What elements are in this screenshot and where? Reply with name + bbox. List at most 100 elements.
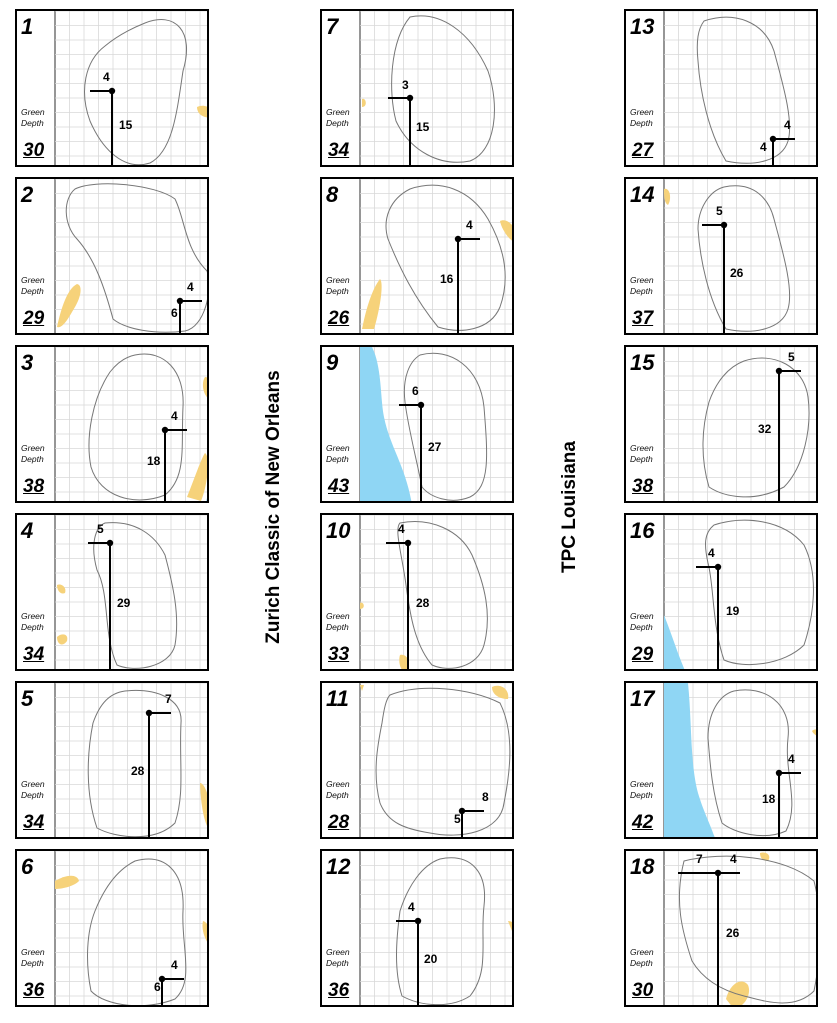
green-depth-label-line-2: Depth <box>326 958 349 968</box>
green-outline <box>88 353 184 501</box>
green-diagram: 46 <box>54 179 207 333</box>
pin-location <box>714 563 722 571</box>
green-depth-label-line-1: Green <box>21 611 45 621</box>
pin-location <box>176 297 184 305</box>
green-depth-label-line-1: Green <box>326 611 350 621</box>
green-depth-label-line-1: Green <box>630 107 654 117</box>
hole-number: 5 <box>21 686 34 711</box>
distance-from-edge-label: 4 <box>187 280 194 294</box>
green-diagram: 529 <box>54 515 207 669</box>
hole-number: 2 <box>21 182 34 207</box>
bunker <box>57 634 68 645</box>
bunker <box>202 921 207 942</box>
green-outline <box>84 19 188 165</box>
green-depth-label-line-2: Depth <box>630 118 653 128</box>
bunker <box>197 105 207 118</box>
green-depth-value: 34 <box>328 140 350 161</box>
hole-number: 17 <box>630 686 655 711</box>
green-depth-value: 26 <box>328 308 350 329</box>
pin-location <box>106 539 114 547</box>
bunker <box>200 783 207 826</box>
water-hazard <box>664 683 715 837</box>
green-diagram: 627 <box>359 347 512 501</box>
green-diagram: 526 <box>663 179 816 333</box>
distance-from-edge-label: 5 <box>788 350 795 364</box>
green-outline <box>375 687 511 836</box>
hole-number: 18 <box>630 854 655 879</box>
green-depth-value: 29 <box>632 644 654 665</box>
green-diagram: 419 <box>663 515 816 669</box>
green-depth-label-line-2: Depth <box>326 118 349 128</box>
green-depth-value: 38 <box>23 476 45 497</box>
green-outline <box>396 857 486 1005</box>
green-depth-value: 28 <box>328 812 350 833</box>
green-outline <box>65 183 207 333</box>
green-depth-label-line-2: Depth <box>21 790 44 800</box>
bunker <box>726 981 749 1005</box>
distance-from-edge-label: 4 <box>788 752 795 766</box>
bunker <box>202 377 207 398</box>
pin-location <box>108 87 116 95</box>
green-depth-value: 34 <box>23 644 45 665</box>
bunker <box>57 584 66 594</box>
green-diagram: 420 <box>359 851 514 1005</box>
bunker <box>55 875 79 889</box>
green-depth-value: 36 <box>328 980 350 1001</box>
hole-number: 3 <box>21 350 34 375</box>
distance-from-front-label: 18 <box>762 792 776 806</box>
green-diagram: 532 <box>663 347 816 501</box>
bunker <box>500 220 512 241</box>
green-outline <box>87 858 187 1005</box>
green-depth-label-line-2: Depth <box>326 286 349 296</box>
bunker <box>512 961 514 969</box>
green-depth-label-line-1: Green <box>21 275 45 285</box>
event-title: Zurich Classic of New Orleans <box>263 370 284 644</box>
green-outline <box>87 689 182 837</box>
green-depth-label-line-2: Depth <box>326 622 349 632</box>
green-depth-value: 36 <box>23 980 45 1001</box>
bunker <box>812 729 816 736</box>
green-depth-label-line-1: Green <box>630 275 654 285</box>
green-depth-label-line-1: Green <box>326 275 350 285</box>
green-outline <box>705 519 814 666</box>
green-depth-label-line-1: Green <box>326 107 350 117</box>
green-depth-label-line-1: Green <box>21 107 45 117</box>
green-diagram: 428 <box>359 515 512 669</box>
green-depth-label-line-1: Green <box>326 779 350 789</box>
bunker <box>508 921 512 931</box>
pin-location <box>414 917 422 925</box>
pin-location <box>720 221 728 229</box>
hole-number: 7 <box>326 14 339 39</box>
bunker <box>664 188 671 205</box>
green-depth-label-line-1: Green <box>630 443 654 453</box>
pin-location <box>458 807 466 815</box>
green-depth-label-line-1: Green <box>630 779 654 789</box>
green-depth-label-line-2: Depth <box>21 118 44 128</box>
distance-from-edge-label: 6 <box>412 384 419 398</box>
hole-number: 1 <box>21 14 34 39</box>
green-depth-label-line-2: Depth <box>630 454 653 464</box>
water-hazard <box>206 498 207 501</box>
distance-from-front-label: 19 <box>726 604 740 618</box>
hole-number: 11 <box>326 686 349 711</box>
pin-location <box>406 94 414 102</box>
green-depth-value: 42 <box>632 812 654 833</box>
green-depth-value: 27 <box>632 140 654 161</box>
distance-from-front-label: 29 <box>117 596 131 610</box>
green-depth-label-line-1: Green <box>630 611 654 621</box>
